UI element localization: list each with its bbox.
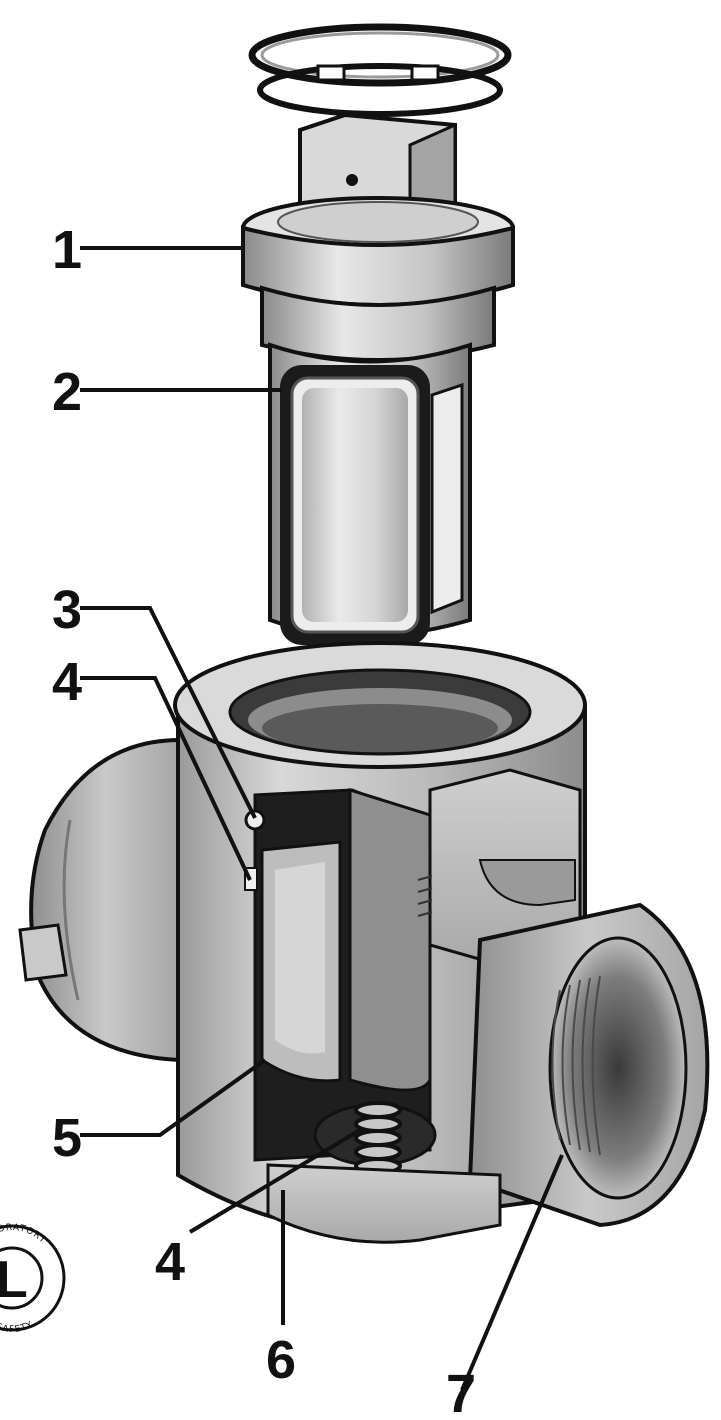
seal-letter: L xyxy=(0,1251,28,1309)
body-stem xyxy=(348,787,432,1092)
leader-line-4b xyxy=(188,1128,362,1234)
snap-ring-upper-inner xyxy=(260,31,500,79)
inlet-port xyxy=(29,737,182,1063)
leader-line-5 xyxy=(80,1058,267,1137)
leader-line-3 xyxy=(80,606,257,819)
callout-4-upper: 4 xyxy=(52,652,82,712)
seal-inner-ring xyxy=(0,1246,44,1310)
leader-lines xyxy=(80,246,564,1391)
certification-seal: NT LABORATORY UBLIC SAFETY L xyxy=(0,1223,66,1335)
callout-numbers: 1 2 3 4 5 4 6 7 xyxy=(52,220,476,1420)
retaining-rings xyxy=(248,23,512,117)
callout-2: 2 xyxy=(52,362,82,422)
leader-line-4a xyxy=(80,676,252,881)
ring-gap-right xyxy=(410,64,440,82)
outlet-threads xyxy=(551,975,601,1156)
snap-ring-upper xyxy=(248,23,512,87)
o-ring-groove xyxy=(244,809,266,831)
valve-stem-assembly xyxy=(241,112,515,711)
cartridge-side-window xyxy=(430,382,464,615)
callout-6: 6 xyxy=(266,1330,296,1390)
snap-ring-lower xyxy=(257,63,503,117)
callout-4-lower: 4 xyxy=(155,1232,185,1292)
body-base xyxy=(266,1163,502,1244)
ring-gap-left xyxy=(316,64,346,82)
outlet-bore xyxy=(548,936,688,1200)
callout-5: 5 xyxy=(52,1108,82,1168)
valve-body xyxy=(18,641,710,1244)
callout-3: 3 xyxy=(52,580,82,640)
nut-pin-hole xyxy=(346,174,358,186)
stem-threads xyxy=(417,875,433,917)
callout-7: 7 xyxy=(446,1364,476,1420)
leader-line-7 xyxy=(460,1154,564,1391)
callout-1: 1 xyxy=(52,220,82,280)
